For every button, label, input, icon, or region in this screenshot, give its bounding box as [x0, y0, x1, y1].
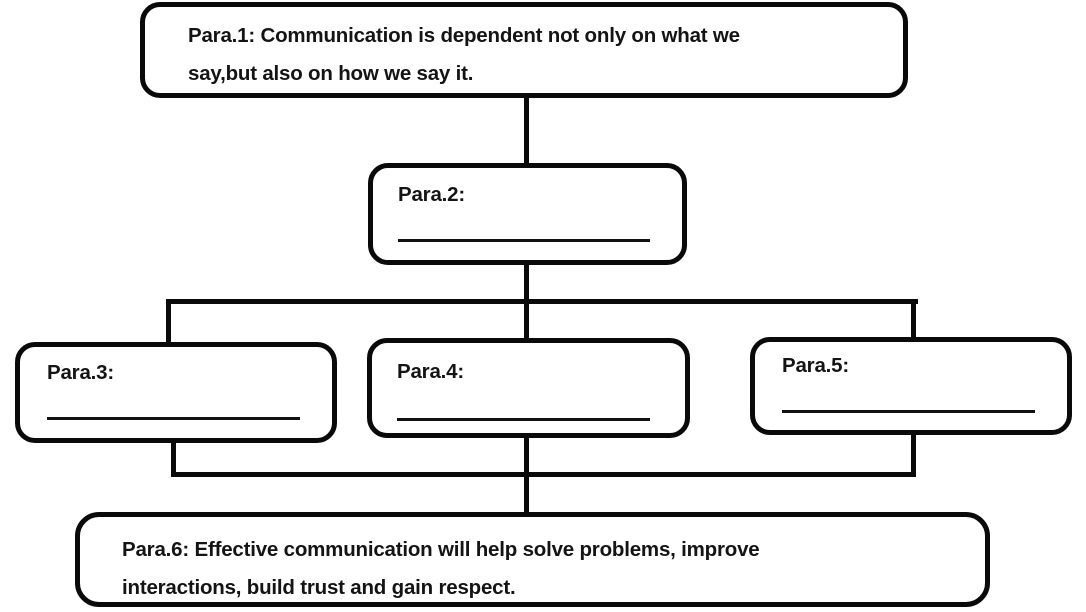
para4-blank-line: [397, 418, 650, 421]
connector-para4-para6: [524, 436, 529, 514]
para4-label: Para.4:: [397, 360, 464, 383]
para4-box: Para.4:: [367, 338, 690, 438]
connector-para1-para2: [524, 97, 529, 167]
para5-box: Para.5:: [750, 337, 1072, 435]
connector-collector-horizontal: [171, 472, 916, 477]
para3-label: Para.3:: [47, 361, 114, 384]
para6-text-line2: interactions, build trust and gain respe…: [122, 576, 516, 599]
connector-branch-para5: [911, 299, 916, 340]
para2-label: Para.2:: [398, 183, 465, 206]
para1-text-line2: say,but also on how we say it.: [188, 62, 474, 85]
para2-box: Para.2:: [368, 163, 687, 265]
para1-text-line1: Para.1: Communication is dependent not o…: [188, 24, 740, 47]
para1-text: Para.1: Communication is dependent not o…: [188, 17, 740, 93]
connector-branch-para3: [166, 299, 171, 345]
para6-text: Para.6: Effective communication will hel…: [122, 531, 760, 607]
para1-box: Para.1: Communication is dependent not o…: [140, 2, 908, 98]
connector-para3-collector: [171, 441, 176, 477]
para3-blank-line: [47, 417, 300, 420]
para5-label: Para.5:: [782, 354, 849, 377]
para6-box: Para.6: Effective communication will hel…: [75, 512, 990, 607]
connector-branch-horizontal: [166, 299, 918, 304]
connector-para5-collector: [911, 433, 916, 477]
para2-blank-line: [398, 239, 650, 242]
para5-blank-line: [782, 410, 1035, 413]
para6-text-line1: Para.6: Effective communication will hel…: [122, 538, 760, 561]
para3-box: Para.3:: [15, 342, 337, 443]
